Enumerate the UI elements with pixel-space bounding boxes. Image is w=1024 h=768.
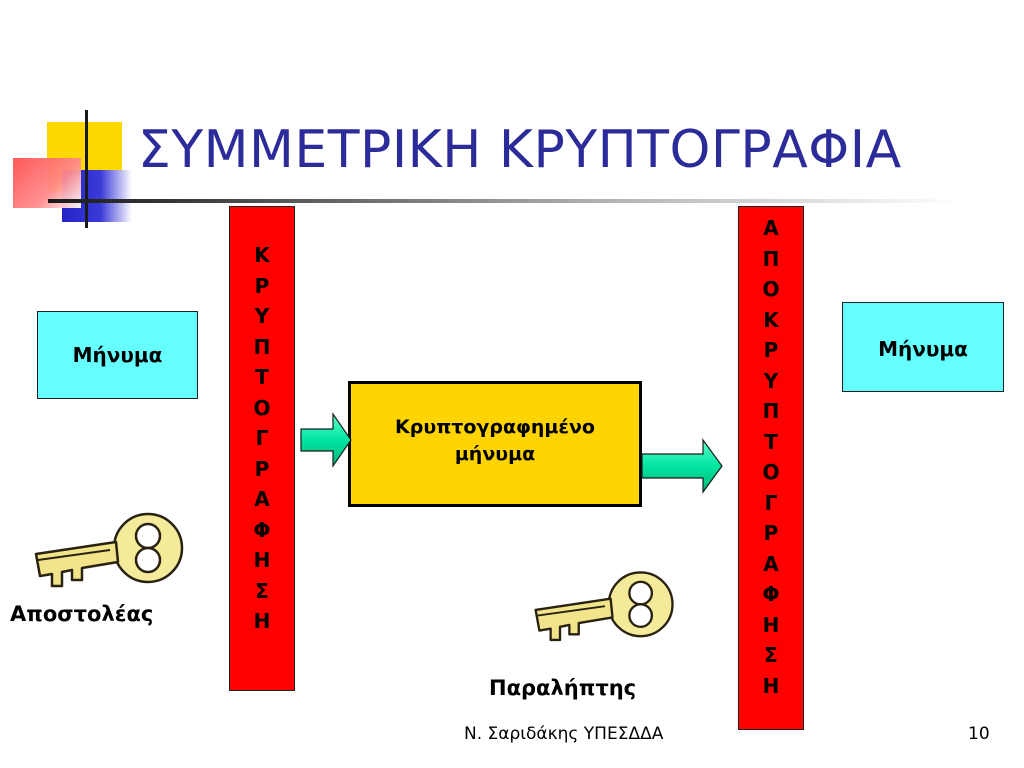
footer-author: Ν. Σαριδάκης ΥΠΕΣΔΔΑ xyxy=(464,724,664,744)
decryption-letter: Ρ xyxy=(763,338,779,362)
encryption-letter: Φ xyxy=(253,517,271,542)
encryption-letter: Τ xyxy=(255,365,269,389)
decryption-letter: Η xyxy=(762,612,780,637)
encryption-letter: Ρ xyxy=(254,273,270,298)
ciphertext-box: Κρυπτογραφημένο μήνυμα xyxy=(348,381,642,507)
sender-message-text: Μήνυμα xyxy=(72,343,163,367)
decryption-letter: Π xyxy=(762,399,780,423)
page-number: 10 xyxy=(968,724,990,744)
ciphertext-line-2: μήνυμα xyxy=(454,443,536,465)
encryption-letter: Π xyxy=(253,334,271,359)
slide-title: ΣΥΜΜΕΤΡΙΚΗ ΚΡΥΠΤΟΓΡΑΦΙΑ xyxy=(138,120,902,180)
decryption-letter: Υ xyxy=(763,368,779,393)
encryption-letter: Ο xyxy=(253,395,271,420)
encryption-letter: Κ xyxy=(254,243,270,267)
title-underline xyxy=(48,199,960,203)
encryption-letter: Ρ xyxy=(254,456,270,481)
encryption-letter: Η xyxy=(253,548,271,572)
encryption-letter: Γ xyxy=(255,426,269,450)
right-arrow-icon xyxy=(641,438,723,494)
right-arrow-icon xyxy=(300,412,352,468)
decryption-letter: Ρ xyxy=(763,521,779,545)
decryption-letter: Α xyxy=(763,216,779,240)
decryption-letter: Σ xyxy=(764,643,778,667)
encryption-letter: Σ xyxy=(255,578,269,603)
decryption-letter: Φ xyxy=(762,582,780,606)
decryption-letter: Τ xyxy=(764,429,778,454)
ciphertext-line-1: Κρυπτογραφημένο xyxy=(395,416,595,438)
sender-message-box: Μήνυμα xyxy=(37,311,198,399)
decryption-letter: Ο xyxy=(762,277,780,301)
decryption-letter: Η xyxy=(762,673,780,698)
sender-label: Αποστολέας xyxy=(10,602,154,626)
encryption-letter: Α xyxy=(254,487,270,511)
decryption-letter: Γ xyxy=(764,490,778,515)
decryption-letter: Ο xyxy=(762,460,780,484)
decryption-letter: Π xyxy=(762,246,780,271)
key-icon xyxy=(34,512,184,588)
encryption-letter: Υ xyxy=(254,304,270,328)
decryption-letter: Κ xyxy=(763,307,779,332)
receiver-message-text: Μήνυμα xyxy=(878,337,968,361)
logo-vertical-line xyxy=(85,110,88,228)
encryption-letter: Η xyxy=(253,609,271,633)
key-icon xyxy=(534,571,674,642)
receiver-label: Παραλήπτης xyxy=(489,676,637,700)
decryption-letter: Α xyxy=(763,551,779,576)
receiver-message-box: Μήνυμα xyxy=(842,302,1004,392)
